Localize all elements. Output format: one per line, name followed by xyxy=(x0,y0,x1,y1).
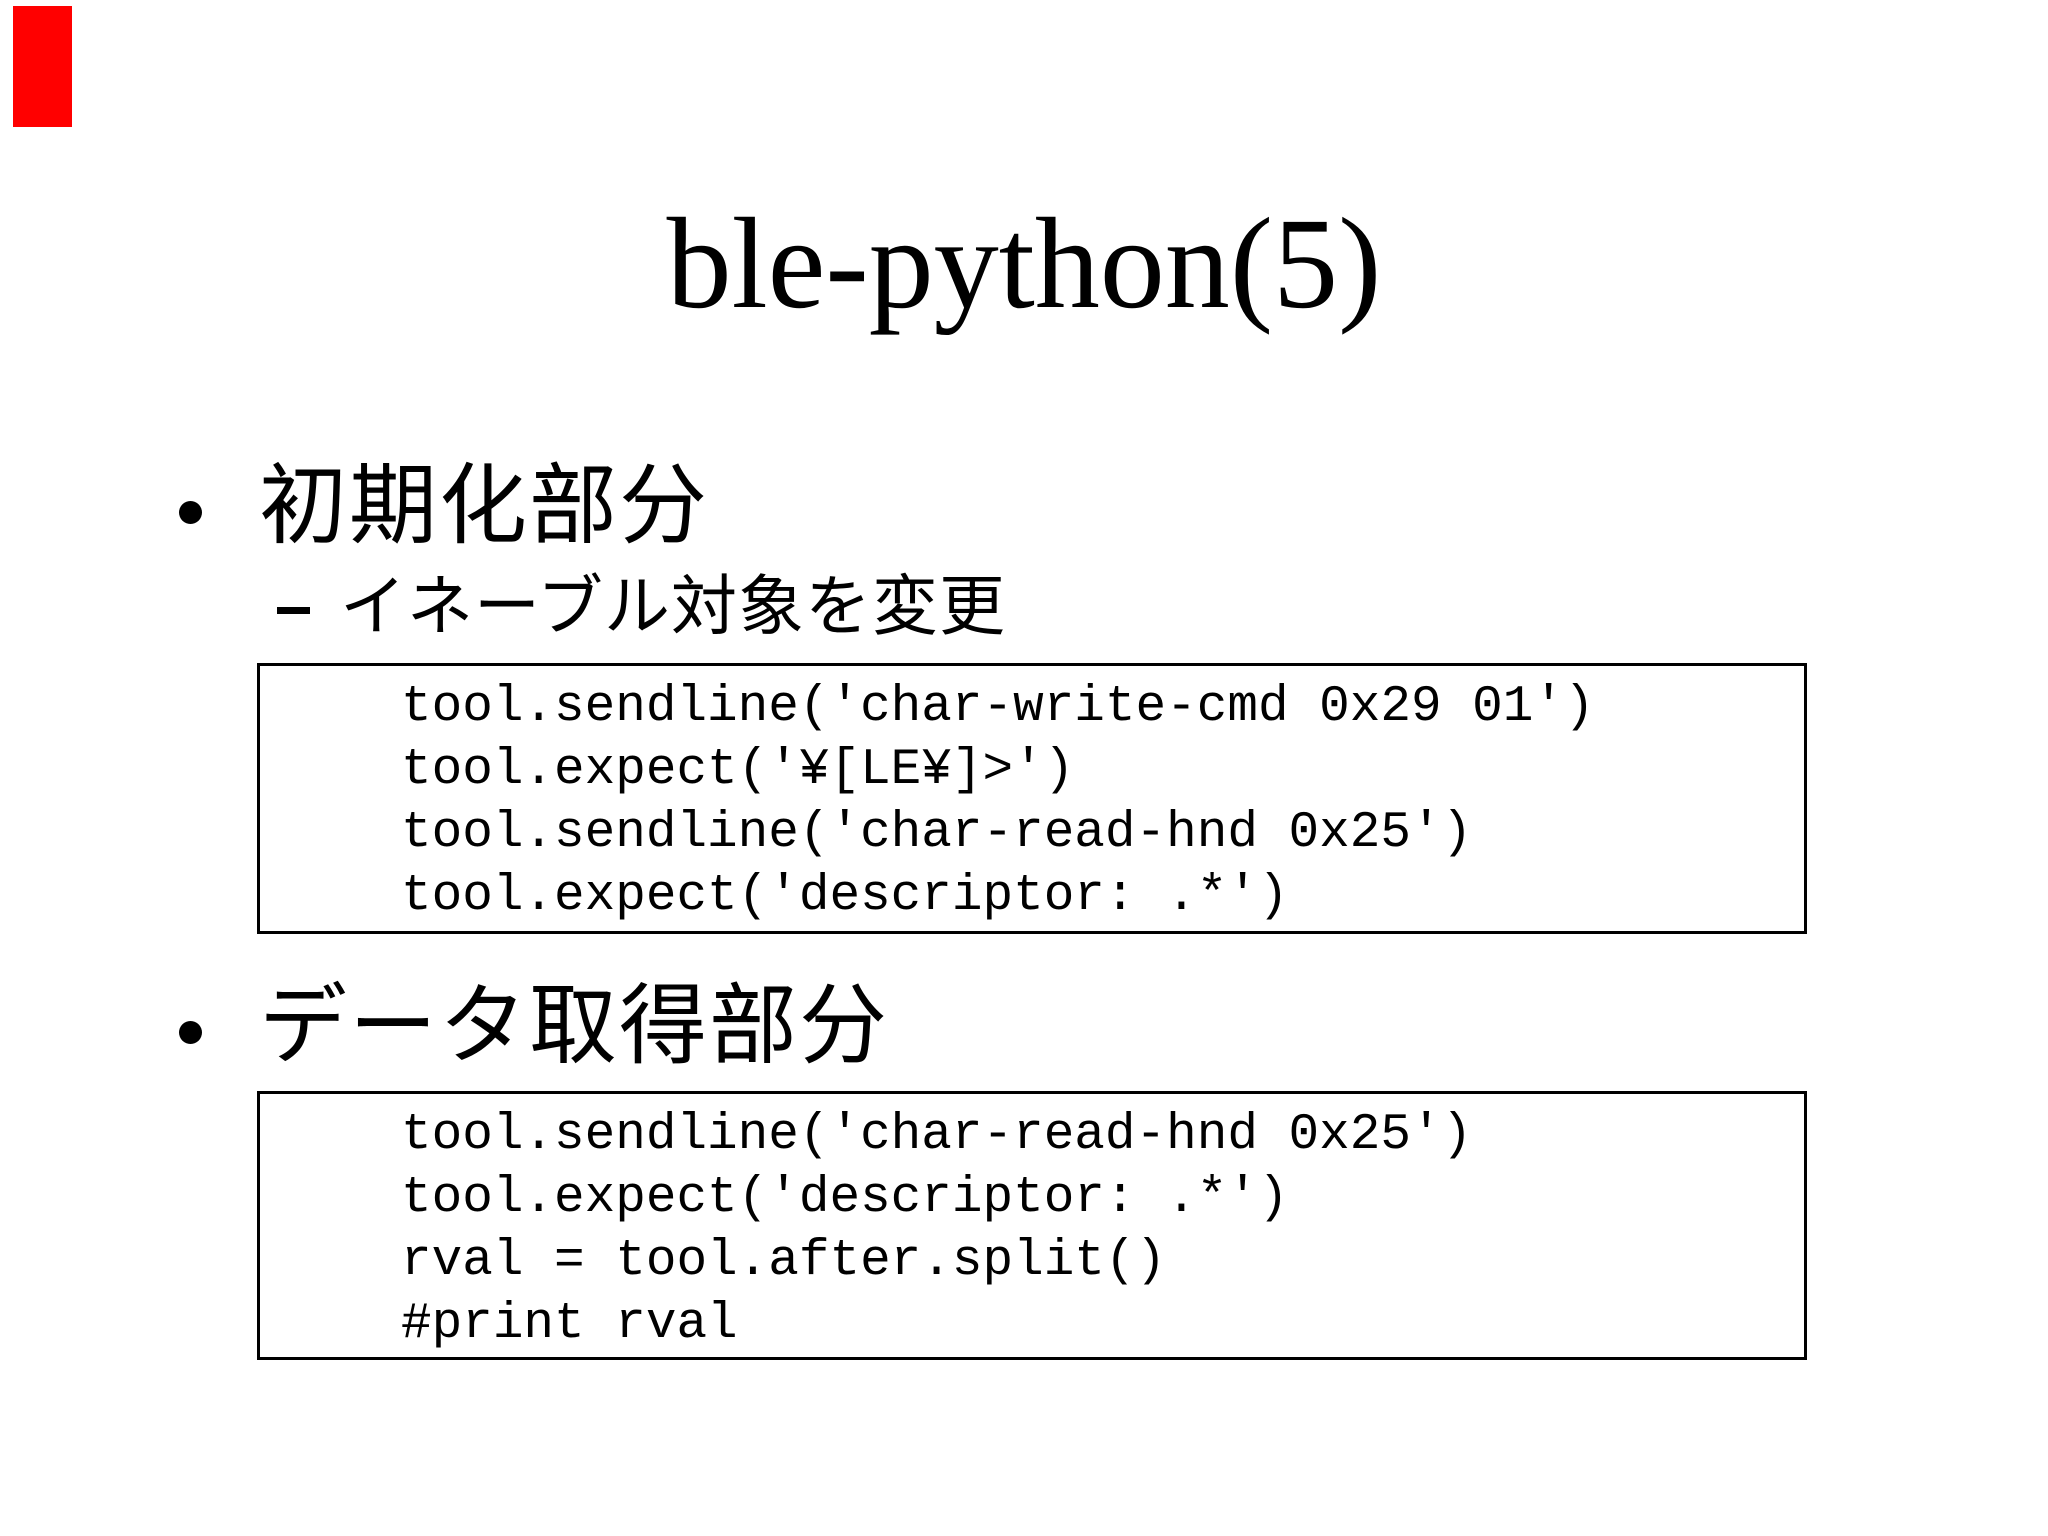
code-line: tool.expect('descriptor: .*') xyxy=(401,1170,1289,1227)
code-line: tool.expect('descriptor: .*') xyxy=(401,868,1289,925)
red-annotation-mark xyxy=(13,6,72,127)
sub-bullet-dash-icon xyxy=(277,607,310,614)
code-box-init: tool.sendline('char-write-cmd 0x29 01') … xyxy=(257,663,1807,934)
code-line: #print rval xyxy=(401,1296,738,1353)
bullet-dot-icon xyxy=(179,501,202,524)
code-box-data: tool.sendline('char-read-hnd 0x25') tool… xyxy=(257,1091,1807,1360)
sub-bullet-label: イネーブル対象を変更 xyxy=(340,569,1007,643)
bullet-heading-init: 初期化部分 xyxy=(259,456,710,555)
code-line: rval = tool.after.split() xyxy=(401,1233,1167,1290)
bullet-heading-data: データ取得部分 xyxy=(259,976,890,1075)
slide-title: ble-python(5) xyxy=(666,192,1382,336)
bullet-dot-icon xyxy=(179,1021,202,1044)
code-line: tool.expect('¥[LE¥]>') xyxy=(401,742,1075,799)
code-line: tool.sendline('char-read-hnd 0x25') xyxy=(401,1107,1473,1164)
code-line: tool.sendline('char-read-hnd 0x25') xyxy=(401,805,1473,862)
code-line: tool.sendline('char-write-cmd 0x29 01') xyxy=(401,679,1595,736)
